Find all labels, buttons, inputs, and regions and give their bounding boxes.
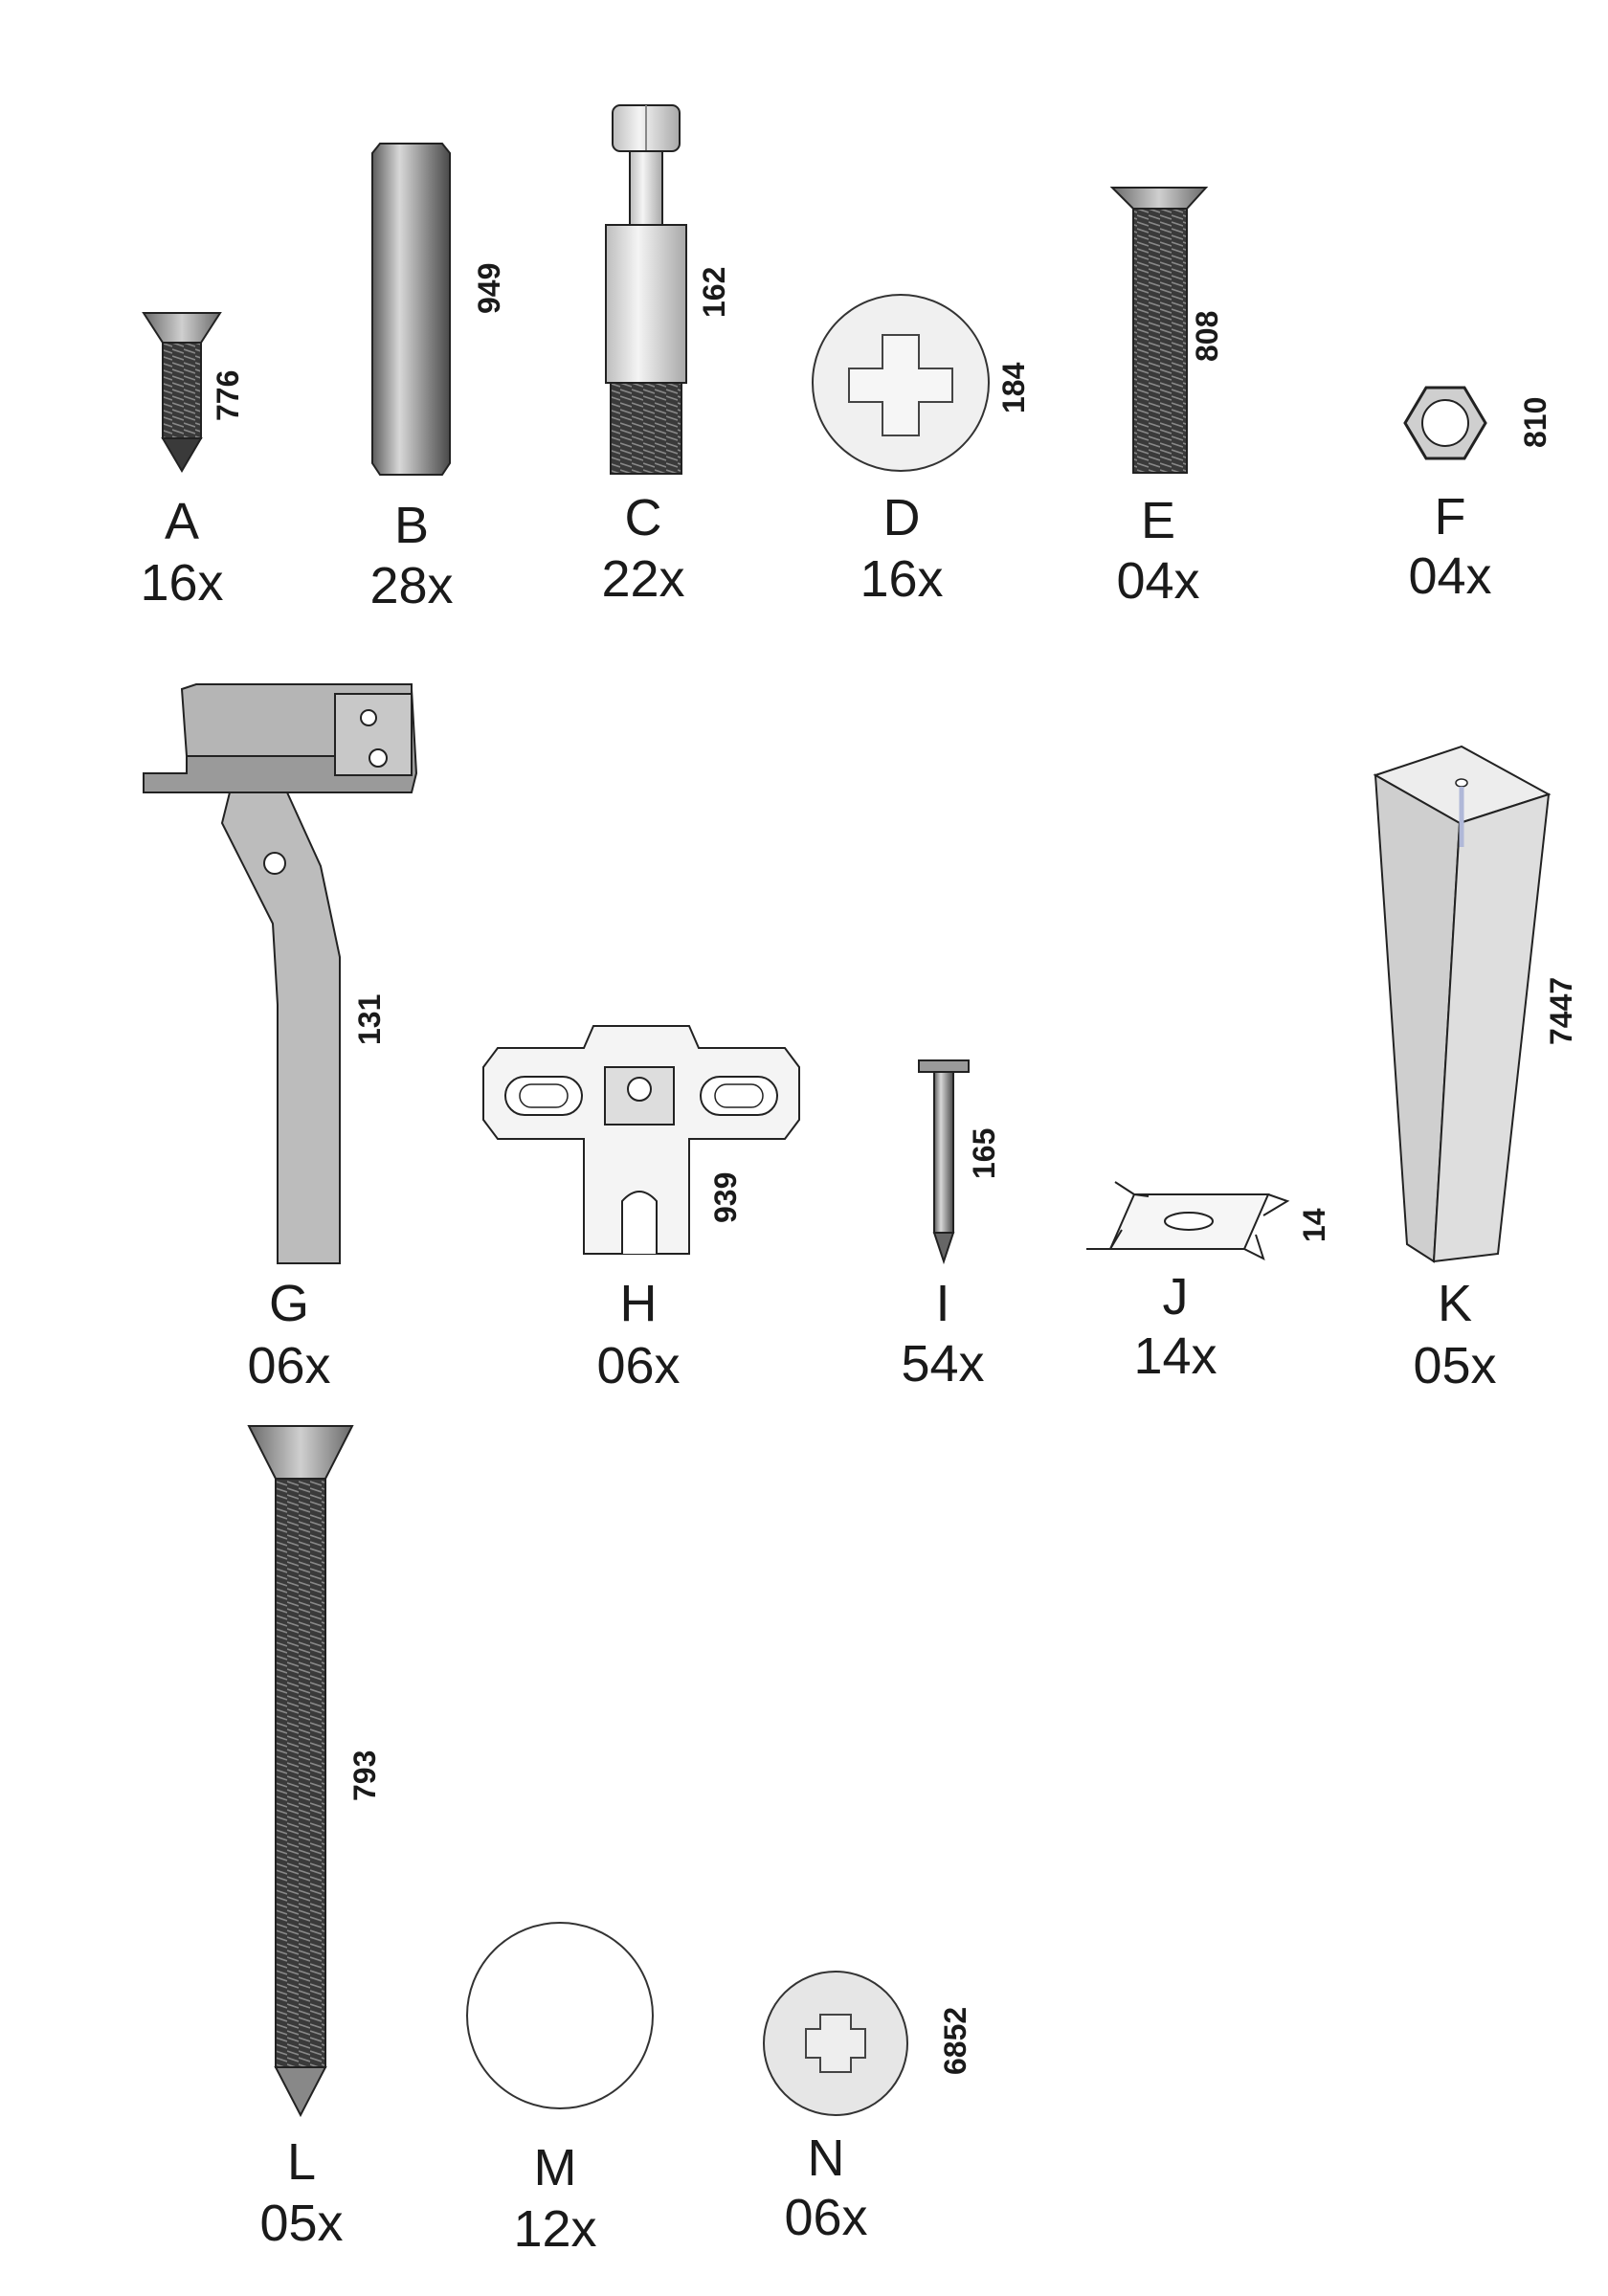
- part-quantity: 04x: [1408, 547, 1492, 605]
- cam-bolt-c-drawing: [605, 104, 687, 475]
- part-quantity: 06x: [247, 1337, 331, 1394]
- screw-e-drawing: [1109, 187, 1209, 474]
- part-letter: I: [935, 1275, 950, 1332]
- cover-cap-n-drawing: [763, 1971, 908, 2116]
- part-letter: H: [619, 1275, 658, 1332]
- part-quantity: 22x: [601, 550, 685, 608]
- part-letter: A: [164, 493, 200, 550]
- part-quantity: 54x: [901, 1335, 985, 1393]
- part-code: 165: [967, 1127, 1001, 1179]
- part-letter: N: [807, 2129, 845, 2187]
- part-letter: F: [1434, 488, 1466, 546]
- part-letter: K: [1437, 1275, 1473, 1332]
- part-letter: L: [286, 2133, 317, 2191]
- part-code: 131: [352, 993, 387, 1045]
- part-letter: J: [1162, 1268, 1189, 1326]
- part-letter: M: [533, 2139, 577, 2196]
- part-quantity: 16x: [140, 554, 224, 612]
- screw-l-drawing: [247, 1425, 354, 2118]
- part-code: 810: [1518, 396, 1552, 448]
- part-quantity: 16x: [860, 550, 944, 608]
- part-quantity: 14x: [1133, 1327, 1217, 1385]
- dowel-b-drawing: [371, 143, 451, 476]
- part-letter: D: [882, 489, 921, 546]
- part-code: 7447: [1544, 976, 1578, 1045]
- part-code: 14: [1297, 1208, 1331, 1242]
- part-code: 808: [1190, 310, 1224, 362]
- hex-nut-f-drawing: [1403, 386, 1487, 460]
- part-code: 939: [708, 1171, 743, 1223]
- part-quantity: 05x: [259, 2195, 344, 2252]
- screw-a-drawing: [142, 312, 222, 473]
- cover-cap-d-drawing: [812, 294, 990, 472]
- part-code: 793: [347, 1750, 382, 1801]
- nail-i-drawing: [918, 1059, 970, 1265]
- part-code: 162: [697, 266, 731, 318]
- part-quantity: 12x: [513, 2200, 597, 2258]
- bracket-g-drawing: [143, 683, 418, 1264]
- mounting-plate-h-drawing: [482, 1025, 800, 1255]
- leg-k-drawing: [1373, 745, 1552, 1263]
- part-code: 6852: [938, 2006, 972, 2075]
- part-quantity: 04x: [1116, 552, 1200, 610]
- cover-cap-m-drawing: [466, 1922, 654, 2109]
- part-code: 184: [996, 362, 1031, 413]
- part-letter: E: [1140, 492, 1176, 549]
- part-quantity: 05x: [1413, 1337, 1497, 1394]
- part-code: 776: [211, 369, 245, 421]
- part-letter: G: [268, 1275, 309, 1332]
- part-quantity: 06x: [596, 1337, 681, 1394]
- part-letter: C: [624, 489, 662, 546]
- part-letter: B: [393, 497, 430, 554]
- part-quantity: 06x: [784, 2189, 868, 2246]
- plate-j-drawing: [1086, 1181, 1290, 1260]
- part-code: 949: [472, 262, 506, 314]
- part-quantity: 28x: [369, 557, 454, 614]
